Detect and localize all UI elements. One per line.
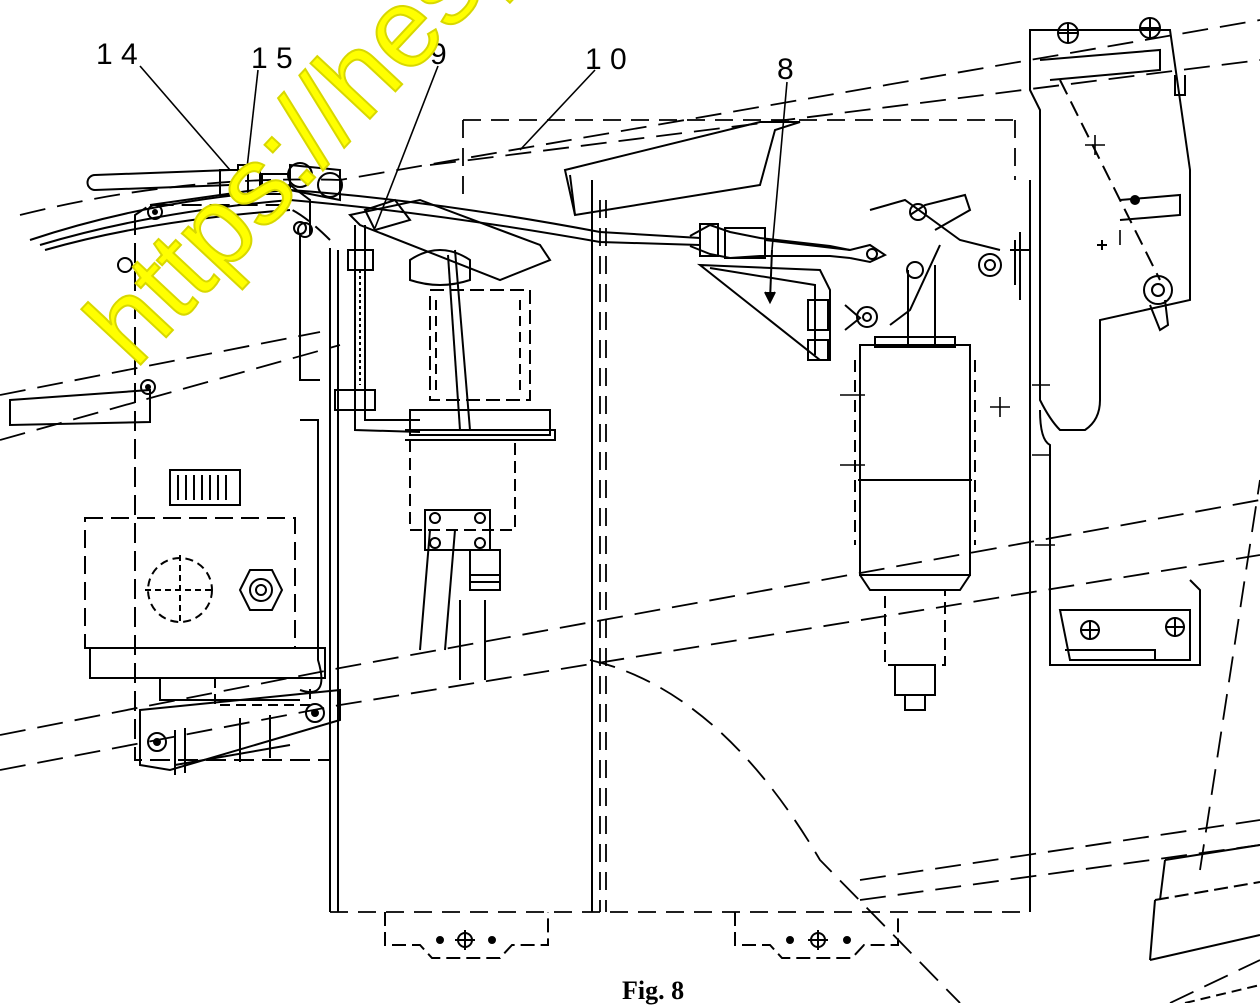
center-plates [329,180,1031,912]
upper-panel [563,121,801,217]
bottom-bracket-right [734,912,899,959]
center-marks [840,135,1121,546]
leader-lines [139,65,788,251]
callout-14: 1 4 [96,38,138,71]
dashed-frame-lines [0,19,1260,1003]
bottom-bracket-left [384,912,549,959]
right-actuator [854,261,976,711]
figure-caption: Fig. 8 [622,976,685,1005]
vertical-tube [334,225,421,433]
cable-fitting-8 [689,223,888,361]
callout-9: 9 [430,38,447,71]
dashed-enclosure [330,119,1030,913]
linkage-arms [844,193,1030,331]
center-cylinder [347,198,556,680]
top-cable-assembly [29,162,701,251]
left-equipment-box [9,183,331,761]
right-plate [1029,17,1201,666]
left-lower-bracket [139,688,341,775]
bottom-right-component [1149,844,1260,1003]
callout-15: 1 5 [251,42,293,75]
callout-10: 1 0 [585,43,627,76]
callout-8: 8 [777,53,794,86]
left-valve-block [84,469,326,706]
